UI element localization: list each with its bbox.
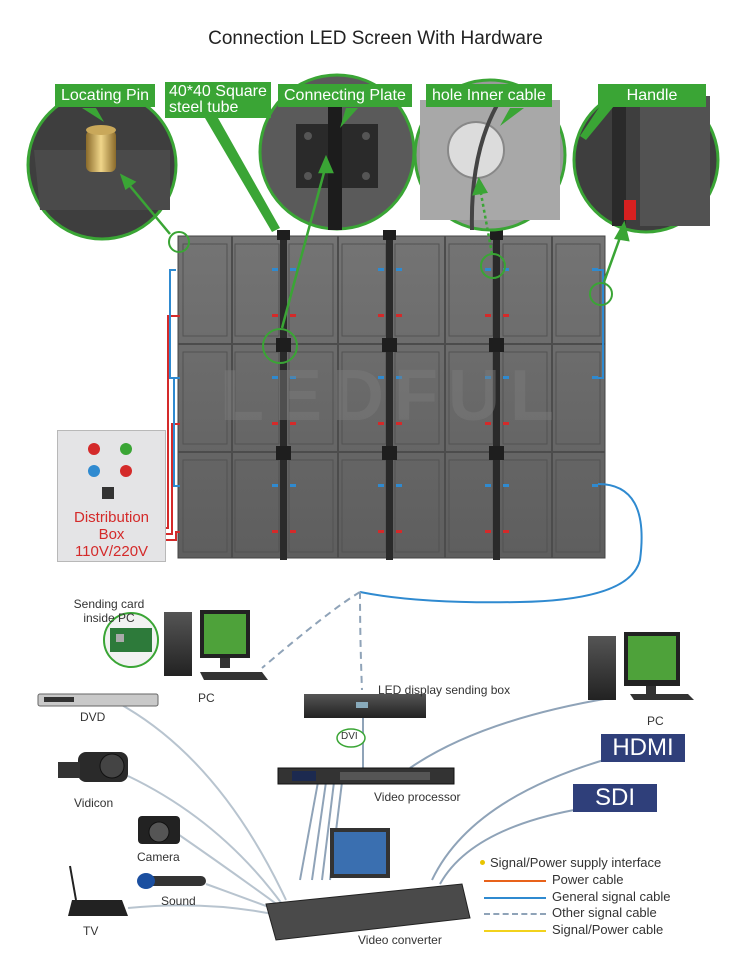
- pc-left-icon: [164, 610, 268, 680]
- edge-signal-cable: [598, 269, 604, 379]
- sending-box-label: LED display sending box: [378, 683, 511, 697]
- sending-card-icon: [103, 612, 159, 668]
- dvi-marker: [336, 728, 366, 748]
- sound-icon: [137, 873, 206, 889]
- pc-right-icon: [588, 632, 694, 700]
- tv-icon: [68, 865, 128, 916]
- magnifier-connecting-plate: [258, 73, 416, 231]
- sending-card-label: Sending card inside PC: [69, 597, 149, 625]
- connecting-plates: [276, 230, 504, 460]
- signal-connectors: [272, 268, 598, 487]
- label-leaders: [82, 106, 614, 232]
- legend-label: Signal/Power cable: [552, 922, 664, 937]
- dvd-label: DVD: [80, 710, 106, 724]
- legend-label: Power cable: [552, 872, 624, 887]
- led-wall: LEDFUL: [177, 230, 606, 560]
- video-converter-icon: [265, 828, 471, 941]
- legend-label: General signal cable: [552, 889, 671, 904]
- power-indicator-icon: [120, 443, 132, 455]
- sdi-tag: SDI: [573, 784, 657, 812]
- distribution-box-line3: 110V/220V: [74, 543, 149, 560]
- power-feed-lines: [164, 269, 180, 541]
- sending-box-icon: [304, 694, 426, 718]
- pc-right-label: PC: [647, 714, 664, 728]
- callout-hole-inner-cable: hole Inner cable: [426, 84, 552, 107]
- legend-line-icon: [484, 880, 546, 882]
- sound-label: Sound: [161, 894, 196, 908]
- video-processor-label: Video processor: [374, 790, 461, 804]
- video-converter-label: Video converter: [358, 933, 442, 947]
- dvi-label: DVI: [341, 731, 358, 742]
- sending-card-label-line2: inside PC: [83, 611, 135, 625]
- callout-connecting-plate: Connecting Plate: [278, 84, 412, 107]
- callout-square-tube-line2: steel tube: [169, 99, 239, 116]
- switch-icon: [102, 487, 114, 499]
- video-processor-icon: [277, 767, 455, 785]
- magnifier-locating-pin: [26, 89, 178, 241]
- hdmi-tag: HDMI: [601, 734, 685, 762]
- distribution-box-line1: Distribution: [73, 509, 150, 526]
- detail-arrows: [119, 154, 630, 329]
- watermark-text: LEDFUL: [220, 356, 564, 436]
- legend-line-icon: [484, 930, 546, 932]
- pc-left-label: PC: [198, 691, 215, 705]
- sending-card-label-line1: Sending card: [73, 597, 145, 611]
- detail-markers: [168, 231, 613, 364]
- diagram-title: Connection LED Screen With Hardware: [208, 28, 543, 49]
- legend-dot-icon: [480, 860, 485, 865]
- legend-label: Signal/Power supply interface: [490, 855, 662, 870]
- signal-cables: [119, 483, 643, 917]
- power-indicator-icon: [120, 465, 132, 477]
- callout-square-tube: 40*40 Square steel tube: [165, 82, 271, 118]
- power-indicator-icon: [88, 465, 100, 477]
- vidicon-label: Vidicon: [74, 796, 114, 810]
- dvd-icon: [37, 693, 159, 707]
- callout-square-tube-line1: 40*40 Square: [169, 83, 267, 100]
- power-connectors: [272, 314, 509, 533]
- distribution-box-line2: Box: [98, 526, 125, 543]
- callout-locating-pin: Locating Pin: [55, 84, 156, 107]
- magnifier-handle: [572, 86, 720, 234]
- legend-label: Other signal cable: [552, 905, 657, 920]
- tv-label: TV: [83, 924, 99, 938]
- vidicon-icon: [58, 752, 128, 782]
- magnifier-inner-cable: [413, 78, 567, 232]
- camera-label: Camera: [137, 850, 180, 864]
- camera-icon: [138, 816, 180, 844]
- steel-tubes: [280, 230, 500, 560]
- power-indicator-icon: [88, 443, 100, 455]
- callout-handle: Handle: [598, 84, 706, 107]
- distribution-box: Distribution Box 110V/220V: [57, 430, 166, 562]
- legend-line-icon: [484, 897, 546, 899]
- legend-dash-icon: [484, 913, 546, 915]
